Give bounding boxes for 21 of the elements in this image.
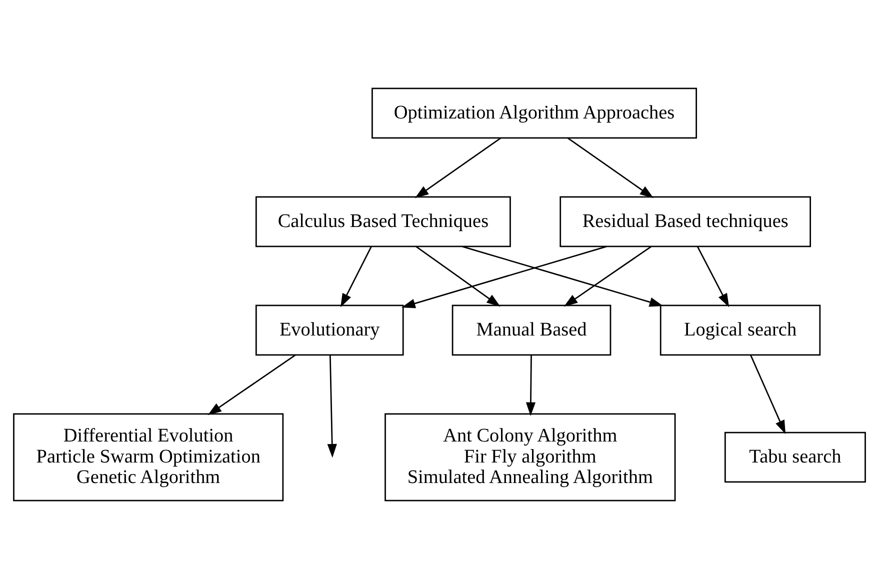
arrow <box>402 245 607 308</box>
node-box: Differential Evolution Particle Swarm Optimization Genetic Algorithm <box>13 412 284 501</box>
node-box: Tabu search <box>724 431 866 482</box>
node-box: Ant Colony Algorithm Fir Fly algorithm Simulated Annealing Algorithm <box>384 412 676 501</box>
arrow <box>526 354 536 416</box>
arrow <box>696 246 730 307</box>
node-box: Residual Based techniques <box>560 196 811 247</box>
node-box: Optimization Algorithm Approaches <box>372 87 697 138</box>
arrow <box>414 137 502 198</box>
arrow <box>208 354 296 415</box>
node-box: Manual Based <box>452 304 612 356</box>
arrow <box>327 354 337 458</box>
arrow <box>462 245 664 306</box>
node-box: Calculus Based Techniques <box>255 196 511 247</box>
node-box: Evolutionary <box>255 304 404 356</box>
arrow <box>416 246 500 306</box>
node-box: Logical search <box>660 304 821 356</box>
arrow <box>340 246 372 307</box>
arrow <box>750 354 786 434</box>
arrow <box>567 137 654 198</box>
arrow <box>564 245 652 306</box>
